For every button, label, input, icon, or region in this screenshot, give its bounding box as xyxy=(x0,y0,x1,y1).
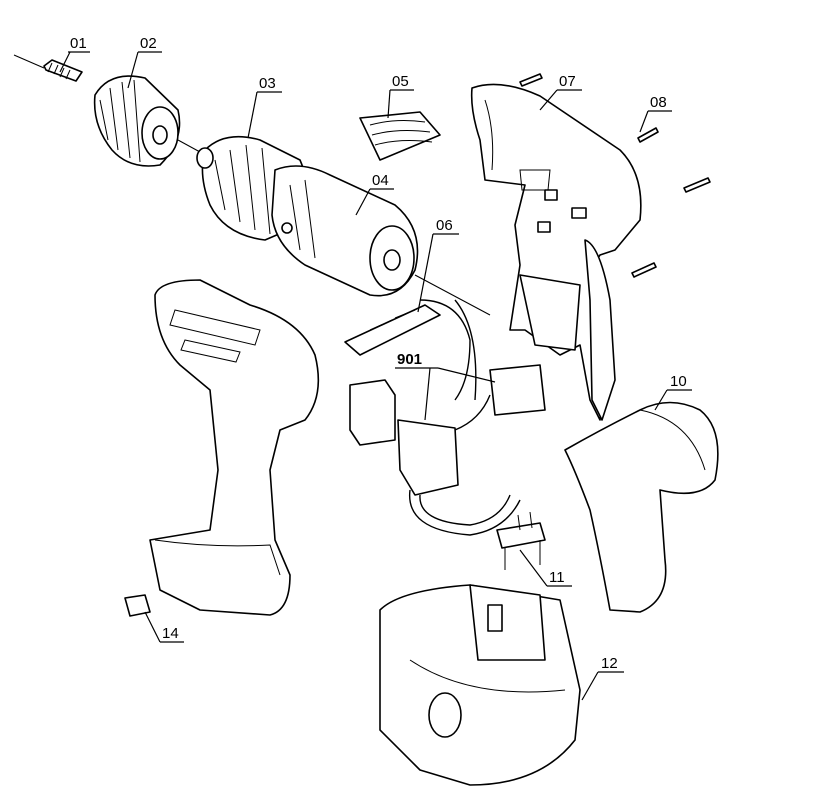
part-04-gearbox-motor xyxy=(271,165,491,316)
part-12-battery xyxy=(379,584,581,786)
part-01-screw xyxy=(13,54,83,82)
part-06-plate xyxy=(344,304,441,356)
label-12: 12 xyxy=(601,655,618,672)
part-10-handle-cover xyxy=(564,401,719,613)
label-10: 10 xyxy=(670,373,687,390)
label-06: 06 xyxy=(436,217,453,234)
part-05-plate xyxy=(359,111,441,161)
label-11: 11 xyxy=(549,569,565,586)
label-07: 07 xyxy=(559,73,576,90)
label-901: 901 xyxy=(397,351,422,368)
part-11-terminal xyxy=(496,511,546,570)
label-08: 08 xyxy=(650,94,667,111)
part-08-screws xyxy=(519,73,711,278)
label-02: 02 xyxy=(140,35,157,52)
part-07-housing-right xyxy=(470,83,642,421)
part-left-housing xyxy=(149,279,320,616)
part-02-chuck-sleeve xyxy=(93,75,201,167)
label-01: 01 xyxy=(70,35,87,52)
label-14: 14 xyxy=(162,625,179,642)
leader-lines xyxy=(59,51,692,701)
label-05: 05 xyxy=(392,73,409,90)
label-03: 03 xyxy=(259,75,276,92)
part-901-switch xyxy=(349,299,546,536)
label-04: 04 xyxy=(372,172,389,189)
part-14-clip xyxy=(124,594,151,617)
